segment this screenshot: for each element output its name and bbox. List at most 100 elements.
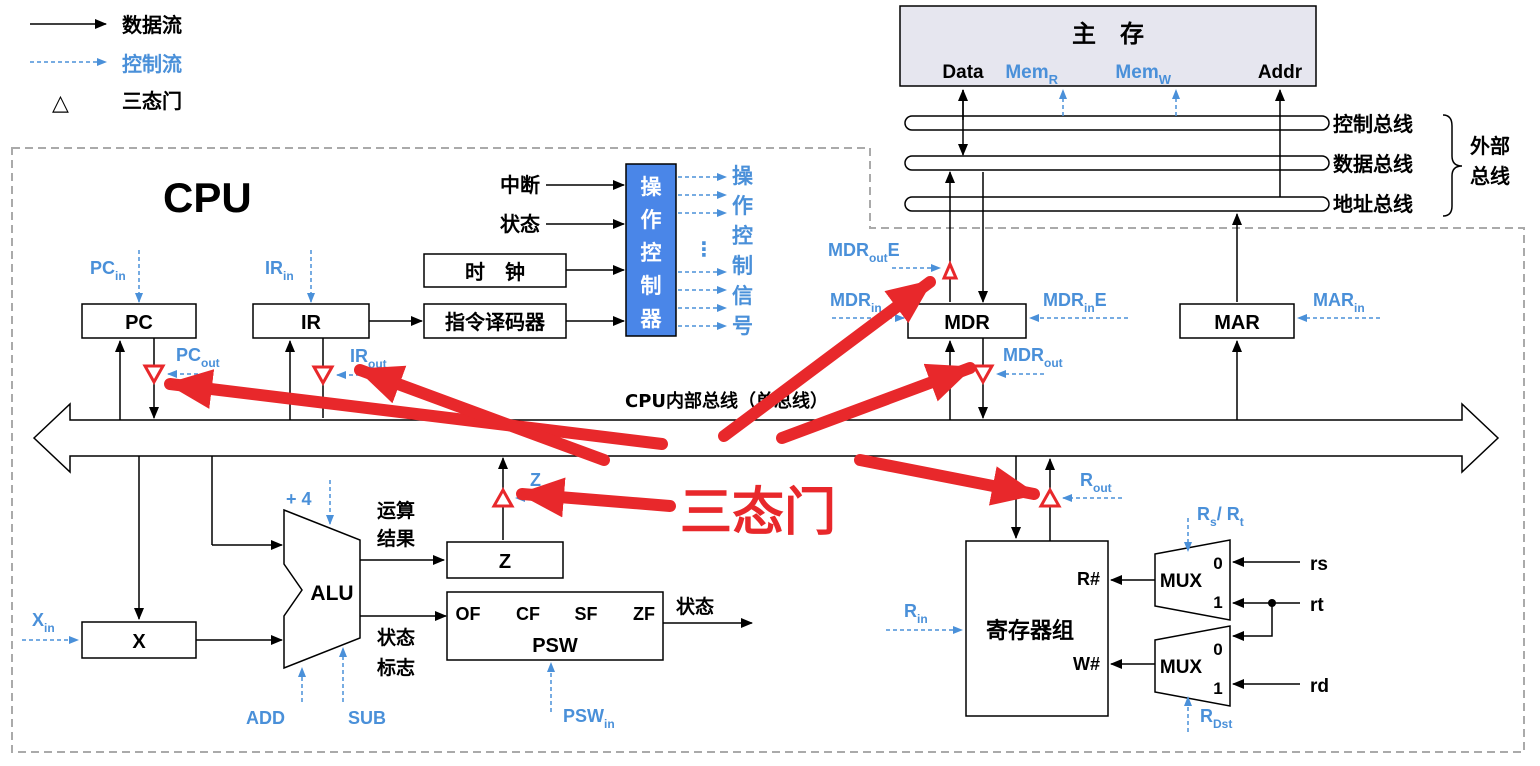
mar-in-signal: MARin	[1313, 290, 1365, 315]
mar-group: MAR MARin	[1179, 213, 1380, 420]
pc-in-signal: PCin	[90, 258, 126, 283]
annotation-arrow-mdr-out-e	[718, 276, 936, 442]
alu-result-label-1: 运算	[377, 499, 415, 522]
register-file	[965, 540, 1109, 717]
mux-group: MUX 0 1 Rs/ Rt MUX 0 1 RDst rs rt rd	[1110, 504, 1329, 732]
annotation-label: 三态门	[680, 483, 836, 543]
ir-register	[252, 303, 370, 339]
external-bus-label-2: 总线	[1470, 164, 1510, 188]
pc-out-signal: PCout	[176, 345, 220, 370]
mar-register	[1179, 303, 1295, 339]
psw-status-out-label: 状态	[676, 595, 714, 618]
x-in-signal: Xin	[32, 610, 55, 635]
psw-flag-of: OF	[456, 604, 481, 624]
z-label: Z	[499, 551, 511, 573]
clock-box	[423, 253, 567, 288]
rt-to-mux-write-line	[1244, 603, 1273, 637]
memory-port-data: Data	[942, 62, 984, 83]
external-buses: 控制总线 数据总线 地址总线 外部 总线	[904, 112, 1510, 217]
mdr-out-tristate-gate	[971, 364, 995, 386]
annotation-arrow-r-out	[854, 454, 1040, 506]
ctrl-signal-char-6: 号	[732, 314, 753, 338]
annotation-arrow-ir	[354, 364, 610, 466]
controller-char-2: 作	[641, 208, 662, 232]
operation-controller	[625, 163, 677, 337]
control-unit: 时 钟 指令译码器 中断 状态 操 作 控 制 器 ⋮ 操 作 控 制 信 号	[423, 163, 754, 339]
control-bus-label: 控制总线	[1333, 112, 1413, 136]
external-bus-brace	[1442, 114, 1463, 217]
legend-control-flow-label: 控制流	[122, 52, 182, 76]
data-bus-label: 数据总线	[1333, 152, 1413, 176]
psw-in-signal: PSWin	[563, 706, 615, 731]
pc-out-tristate-gate	[142, 364, 166, 386]
register-file-group: 寄存器组 R# W# Rout Rin	[886, 456, 1122, 717]
legend: 数据流 控制流 △ 三态门	[30, 13, 182, 115]
r-in-signal: Rin	[904, 601, 928, 626]
cpu-boundary	[11, 147, 1525, 753]
memory-title: 主 存	[1072, 20, 1144, 48]
z-register	[446, 541, 564, 579]
add-signal: ADD	[246, 708, 285, 728]
alu-unit	[283, 508, 361, 670]
x-group: X Xin	[22, 456, 283, 659]
tristate-annotation: 三态门	[164, 276, 1040, 543]
psw-flag-cf: CF	[516, 604, 540, 624]
mux-read-label: MUX	[1160, 571, 1203, 592]
status-flags-label-1: 状态	[377, 626, 415, 649]
memory-port-memw: MemW	[1115, 62, 1171, 87]
legend-data-flow-label: 数据流	[122, 13, 182, 37]
rt-input-label: rt	[1310, 595, 1324, 616]
mux-read	[1154, 539, 1231, 621]
mdr-out-e-tristate-gate	[941, 260, 959, 280]
pc-register	[81, 303, 197, 339]
status-flags-label-2: 标志	[377, 656, 415, 679]
cpu-title: CPU	[163, 174, 252, 221]
decoder-label: 指令译码器	[445, 310, 546, 334]
mdr-in-e-signal: MDRinE	[1043, 290, 1107, 315]
x-label: X	[132, 631, 146, 653]
pc-group: PC PCin PCout	[81, 250, 220, 420]
memory-port-addr: Addr	[1258, 62, 1303, 83]
alu-group: ALU + 4 ADD SUB 运算 结果 状态 标志	[211, 456, 447, 728]
memory-bus-connections	[958, 89, 1285, 197]
mar-label: MAR	[1214, 312, 1260, 334]
mux-write-input-0: 0	[1213, 640, 1222, 659]
r-dst-signal: RDst	[1200, 706, 1232, 731]
legend-tristate-label: 三态门	[122, 89, 182, 113]
controller-char-1: 操	[641, 175, 663, 199]
ir-out-tristate-gate	[311, 365, 335, 387]
ir-label: IR	[301, 312, 322, 334]
controller-char-4: 制	[641, 274, 662, 298]
mdr-out-signal: MDRout	[1003, 345, 1063, 370]
alu-result-label-2: 结果	[377, 527, 415, 550]
z-out-tristate-gate	[491, 486, 515, 508]
control-signal-dots: ⋮	[694, 239, 714, 261]
alu-label: ALU	[310, 582, 353, 605]
external-bus-label-1: 外部	[1470, 134, 1510, 158]
annotation-arrow-pc	[164, 369, 668, 450]
clock-label: 时 钟	[465, 260, 525, 284]
data-bus	[904, 155, 1330, 171]
ir-in-signal: IRin	[265, 258, 294, 283]
memory-box	[899, 5, 1317, 87]
psw-flag-zf: ZF	[633, 604, 655, 624]
r-out-signal: Rout	[1080, 470, 1112, 495]
rs-rt-signal: Rs/ Rt	[1197, 504, 1244, 529]
read-port-label: R#	[1077, 569, 1100, 589]
plus4-signal: + 4	[286, 489, 312, 509]
interrupt-label: 中断	[500, 173, 540, 197]
rd-input-label: rd	[1310, 676, 1329, 697]
mux-write-label: MUX	[1160, 657, 1203, 678]
ctrl-signal-char-2: 作	[732, 194, 753, 218]
mux-write-input-1: 1	[1213, 679, 1222, 698]
address-bus	[904, 196, 1330, 212]
pc-label: PC	[125, 312, 153, 334]
control-bus	[904, 115, 1330, 131]
mux-read-input-1: 1	[1213, 593, 1222, 612]
annotation-arrow-mdr-out	[776, 362, 976, 444]
psw-label: PSW	[532, 635, 578, 657]
r-out-tristate-gate	[1038, 486, 1062, 508]
internal-bus-label: CPU内部总线（单总线）	[625, 390, 828, 412]
